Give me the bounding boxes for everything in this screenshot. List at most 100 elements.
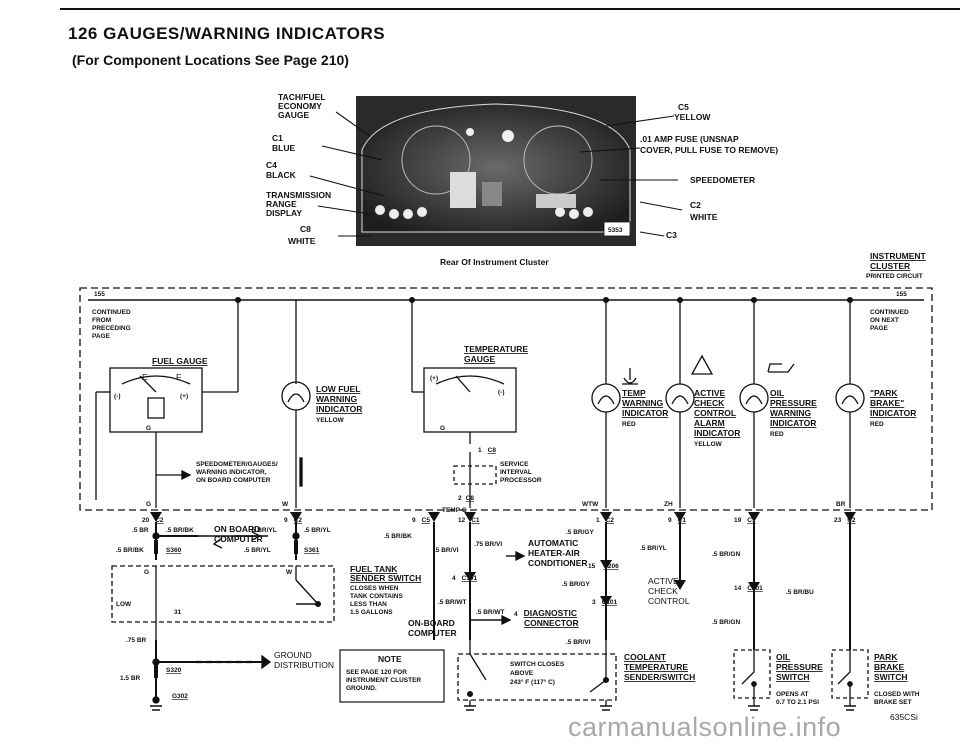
- service-interval-box: [453, 465, 497, 485]
- wire-w1: .5 BR: [132, 527, 149, 534]
- callout-c3: C3: [666, 230, 677, 240]
- wire-w6: .5 BR/YL: [244, 547, 271, 554]
- wire-w16: .5 BR/VI: [566, 639, 591, 646]
- watermark: carmanualsonline.info: [568, 712, 842, 742]
- low-fuel-bulb: [281, 381, 311, 411]
- footer-code: 635CSi: [890, 712, 918, 722]
- wire-w5: .5 BR/BK: [116, 547, 144, 554]
- right-splice-label: 155: [896, 291, 907, 298]
- wire-w3: .5 BR/YL: [250, 527, 277, 534]
- pin-wtw: WTW: [582, 501, 599, 508]
- wire-w13: .5 BR/GY: [562, 581, 590, 588]
- pin-br: BR: [836, 501, 846, 508]
- temp-plus: (+): [430, 375, 438, 382]
- c101-a: 4C101: [452, 575, 478, 582]
- photo-callout-lines: [309, 111, 683, 237]
- bus-drops: [234, 296, 854, 384]
- fuel-tank-sender-box: [111, 565, 335, 623]
- fuel-minus: (-): [114, 393, 121, 400]
- left-splice-label: 155: [94, 291, 105, 298]
- page-subtitle: (For Component Locations See Page 210): [72, 52, 349, 68]
- connector-marks: [150, 512, 856, 522]
- wire-w9: .75 BR/VI: [474, 541, 502, 548]
- oil-can-icon: [767, 363, 795, 373]
- cluster-photo: [356, 96, 636, 246]
- fuel-e: E: [142, 372, 148, 382]
- splice-s361: S361: [304, 547, 320, 554]
- c101-c: 14C101: [734, 585, 763, 592]
- temp-minus: (-): [498, 389, 505, 396]
- note-box: [339, 649, 445, 703]
- top-rule: [60, 8, 960, 10]
- tank-pin-g: G: [144, 569, 149, 576]
- oil-warning-bulb: [739, 383, 769, 413]
- oil-switch-box: [733, 649, 771, 699]
- fuel-plus: (+): [180, 393, 188, 400]
- tank-pin-w: W: [286, 569, 293, 576]
- speedo-note: SPEEDOMETER/GAUGES/WARNING INDICATOR,ON …: [196, 461, 278, 484]
- note-title: NOTE: [378, 654, 402, 664]
- pin-g: G: [146, 501, 151, 508]
- pin-w: W: [282, 501, 289, 508]
- splice-labels: S360 S361 S320 G302: [166, 547, 320, 700]
- ground-g302: G302: [172, 693, 188, 700]
- tank-pin31: 31: [174, 609, 182, 616]
- wire-w4: .5 BR/YL: [304, 527, 331, 534]
- wire-w10: .5 BR/GY: [566, 529, 594, 536]
- wire-w7: .5 BR/BK: [384, 533, 412, 540]
- photo-number: 5353: [608, 227, 623, 234]
- active-check-bulb: [665, 383, 695, 413]
- wire-w11: .5 BR/YL: [640, 545, 667, 552]
- splice-s320: S320: [166, 667, 182, 674]
- coolant-sender-box: [457, 653, 617, 701]
- wire-w15: .5 BR/WT: [476, 609, 505, 616]
- page-title: 126 GAUGES/WARNING INDICATORS: [68, 24, 386, 43]
- photo-caption: Rear Of Instrument Cluster: [440, 257, 549, 267]
- temp-g: G: [440, 425, 445, 432]
- park-brake-bulb: [835, 383, 865, 413]
- wire-w18: .5 BR/BU: [786, 589, 814, 596]
- wire-w12: .5 BR/GN: [712, 551, 740, 558]
- fuel-gauge-label: FUEL GAUGE: [152, 356, 208, 366]
- pin-temp-g: TEMP G: [442, 507, 467, 514]
